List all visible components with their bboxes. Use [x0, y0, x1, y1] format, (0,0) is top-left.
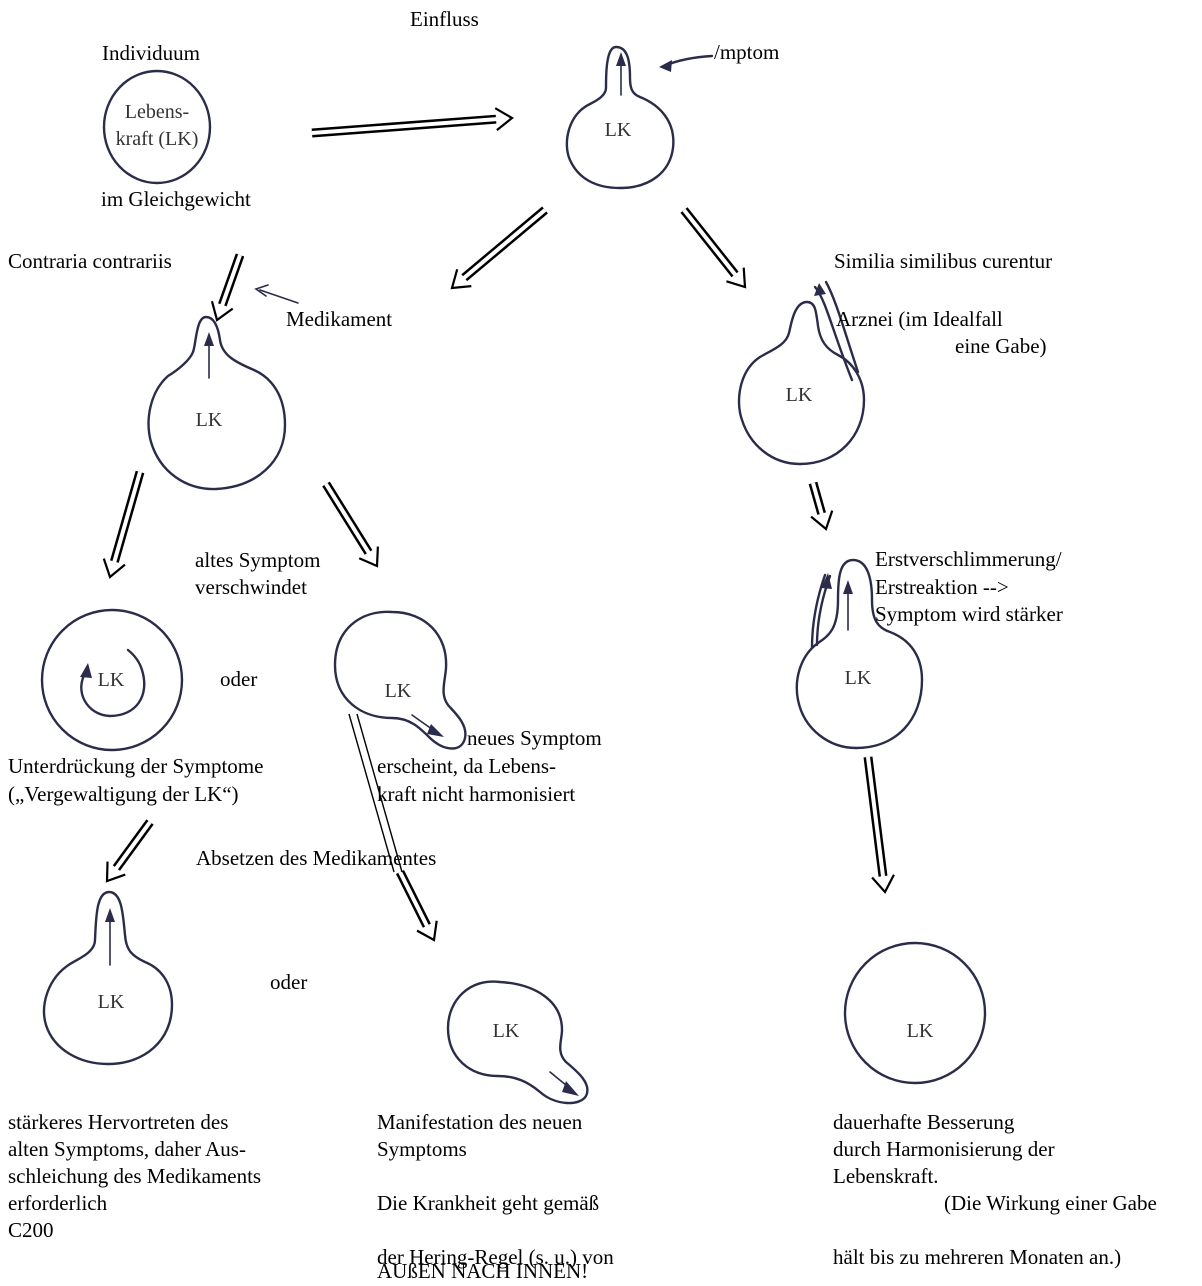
- label-symptom-top: /mptom: [714, 40, 780, 64]
- label-contraria: Contraria contrariis: [8, 249, 172, 273]
- label-absetzen: Absetzen des Medikamentes: [196, 846, 437, 870]
- lk-label-bottom-left: LK: [98, 991, 125, 1013]
- lk-label-new-symptom: LK: [385, 680, 412, 702]
- label-erstv-2: Erstreaktion -->: [875, 575, 1009, 599]
- arrow-individuum-to-einfluss: [311, 107, 514, 138]
- label-altes-2: verschwindet: [195, 575, 307, 599]
- first-aggravation-pear: LK: [795, 558, 924, 750]
- arrow-aggravation-to-bottom-right: [863, 756, 895, 894]
- label-left-3: schleichung des Medikaments: [8, 1164, 262, 1188]
- arrow-left-pear-to-new-symptom: [322, 481, 379, 568]
- lk-label-top: LK: [605, 119, 632, 141]
- arrow-gleichgewicht-to-left-pear: [210, 253, 245, 322]
- lk-label-bottom-right: LK: [907, 1020, 934, 1042]
- label-medikament: Medikament: [286, 307, 393, 331]
- initial-circle: Lebens- kraft (LK): [102, 69, 212, 185]
- lk-label-right: LK: [786, 384, 813, 406]
- lk-label-bottom-middle: LK: [493, 1020, 520, 1042]
- label-oder-1: oder: [220, 667, 258, 691]
- label-oder-2: oder: [270, 970, 308, 994]
- label-mid-1: Manifestation des neuen: [377, 1110, 583, 1134]
- new-symptom-blob: LK: [333, 610, 467, 750]
- label-kraft: kraft nicht harmonisiert: [377, 782, 576, 806]
- label-erstv-3: Symptom wird stärker: [875, 602, 1063, 626]
- right-pear-shape: LK: [737, 280, 866, 466]
- label-mid-3: Die Krankheit geht gemäß: [377, 1191, 600, 1215]
- label-right-5: hält bis zu mehreren Monaten an.): [833, 1245, 1122, 1269]
- double-arrow-group: [102, 107, 895, 942]
- bottom-left-pear: LK: [42, 890, 174, 1066]
- label-right-3: Lebenskraft.: [833, 1164, 939, 1188]
- label-neues-symptom: neues Symptom: [467, 726, 602, 750]
- label-right-4: (Die Wirkung einer Gabe: [944, 1191, 1157, 1215]
- label-mid-5: AUßEN NACH INNEN!: [377, 1259, 589, 1283]
- top-pear-shape: LK: [565, 45, 714, 190]
- arrow-right-pear-to-aggravation: [808, 481, 834, 531]
- arrow-einfluss-to-similia: [680, 207, 747, 289]
- label-similia: Similia similibus curentur: [834, 249, 1053, 273]
- label-erstv-1: Erstverschlimmerung/: [875, 547, 1062, 571]
- bottom-right-circle: LK: [843, 941, 987, 1085]
- label-mid-4: der Hering-Regel (s. u.) von: [377, 1245, 614, 1269]
- lk-label-suppression: LK: [98, 669, 125, 691]
- label-arznei-2: eine Gabe): [955, 334, 1047, 358]
- arrow-left-pear-to-suppression: [102, 470, 145, 579]
- label-left-5: C200: [8, 1218, 54, 1242]
- left-pear-shape: LK: [147, 284, 299, 491]
- label-einfluss: Einfluss: [410, 7, 479, 31]
- label-left-1: stärkeres Hervortreten des: [8, 1110, 229, 1134]
- arrow-absetzen-to-bottom-middle: [395, 869, 438, 942]
- label-left-4: erforderlich: [8, 1191, 108, 1215]
- bottom-middle-blob: LK: [446, 980, 589, 1105]
- label-individuum: Individuum: [102, 41, 200, 65]
- absetzen-double-line: [348, 713, 403, 873]
- circle-label-line1: Lebens-: [125, 101, 189, 123]
- label-unterdrueckung: Unterdrückung der Symptome: [8, 754, 264, 778]
- suppression-circle: LK: [40, 608, 184, 752]
- label-mid-2: Symptoms: [377, 1137, 467, 1161]
- circle-label-line2: kraft (LK): [116, 128, 199, 150]
- arrow-suppression-to-bottom-left: [105, 819, 154, 883]
- arrow-einfluss-to-contraria: [450, 206, 548, 290]
- label-arznei-1: Arznei (im Idealfall: [836, 307, 1003, 331]
- label-left-2: alten Symptoms, daher Aus-: [8, 1137, 246, 1161]
- lk-label-left: LK: [196, 409, 223, 431]
- lk-label-aggravation: LK: [845, 667, 872, 689]
- label-right-2: durch Harmonisierung der: [833, 1137, 1055, 1161]
- label-right-1: dauerhafte Besserung: [833, 1110, 1015, 1134]
- label-altes-1: altes Symptom: [195, 548, 321, 572]
- label-gleichgewicht: im Gleichgewicht: [101, 187, 251, 211]
- label-vergewaltigung: („Vergewaltigung der LK“): [8, 782, 239, 806]
- label-erscheint: erscheint, da Lebens-: [377, 754, 557, 778]
